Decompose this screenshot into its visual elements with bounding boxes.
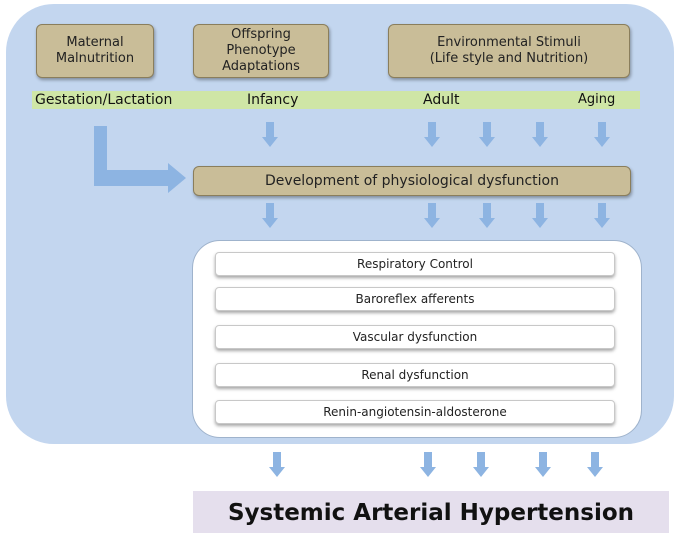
down-arrow — [424, 122, 440, 147]
down-arrow — [532, 122, 548, 147]
offspring-phenotype-label: Offspring Phenotype Adaptations — [222, 27, 300, 74]
down-arrow — [473, 452, 489, 477]
l-arrow — [94, 126, 186, 193]
environmental-stimuli-label: Environmental Stimuli (Life style and Nu… — [429, 35, 589, 66]
down-arrow — [420, 452, 436, 477]
down-arrow — [535, 452, 551, 477]
down-arrow — [269, 452, 285, 477]
stage-gestation-lactation: Gestation/Lactation — [35, 92, 173, 108]
stage-aging: Aging — [578, 92, 616, 107]
down-arrow — [479, 122, 495, 147]
mechanism-renin-angiotensin: Renin-angiotensin-aldosterone — [215, 400, 615, 424]
down-arrow — [479, 203, 495, 228]
maternal-malnutrition-label: Maternal Malnutrition — [55, 35, 135, 66]
environmental-stimuli-box: Environmental Stimuli (Life style and Nu… — [388, 24, 630, 78]
stage-adult: Adult — [423, 92, 460, 108]
systemic-arterial-hypertension-box: Systemic Arterial Hypertension — [193, 491, 669, 533]
down-arrow — [594, 122, 610, 147]
development-dysfunction-box: Development of physiological dysfunction — [193, 166, 631, 196]
stage-infancy: Infancy — [247, 92, 299, 108]
offspring-phenotype-box: Offspring Phenotype Adaptations — [193, 24, 329, 78]
down-arrow — [594, 203, 610, 228]
development-dysfunction-label: Development of physiological dysfunction — [265, 173, 559, 189]
down-arrow — [424, 203, 440, 228]
life-stage-band — [32, 91, 640, 109]
mechanism-respiratory-control: Respiratory Control — [215, 252, 615, 276]
down-arrow — [262, 122, 278, 147]
maternal-malnutrition-box: Maternal Malnutrition — [36, 24, 154, 78]
mechanism-vascular-dysfunction: Vascular dysfunction — [215, 325, 615, 349]
mechanism-renal-dysfunction: Renal dysfunction — [215, 363, 615, 387]
mechanism-baroreflex-afferents: Baroreflex afferents — [215, 287, 615, 311]
down-arrow — [262, 203, 278, 228]
down-arrow — [532, 203, 548, 228]
down-arrow — [587, 452, 603, 477]
